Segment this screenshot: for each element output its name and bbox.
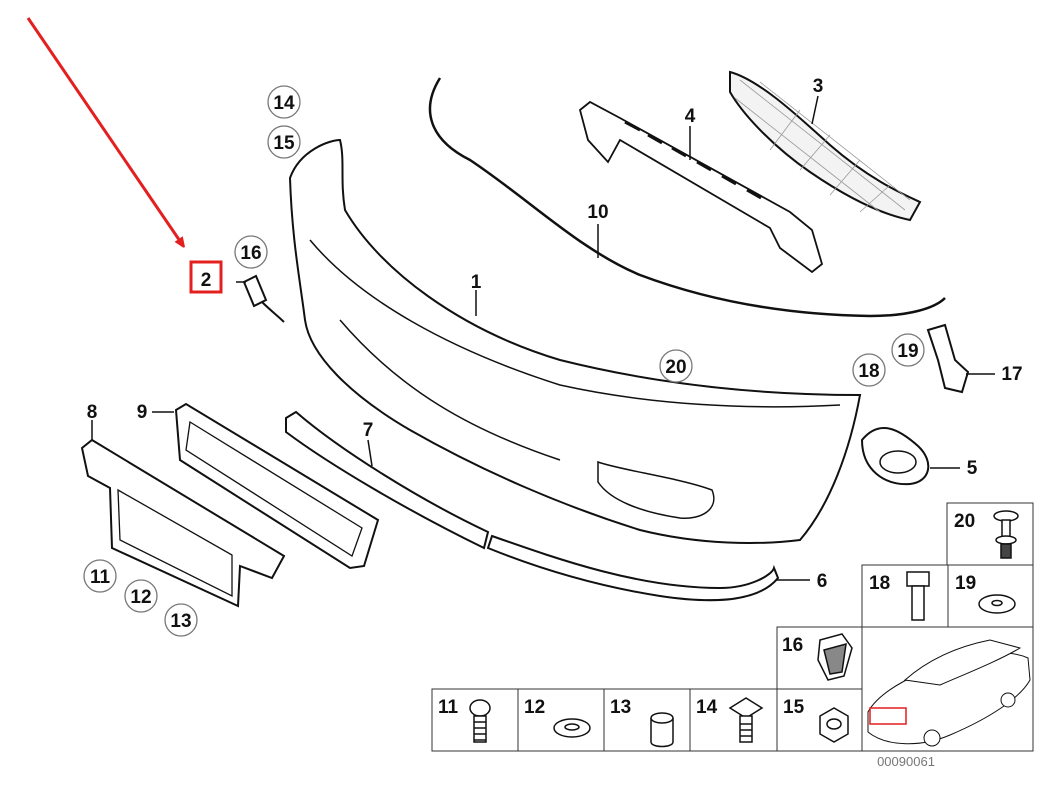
grille-mesh: [729, 70, 922, 222]
callout-13: 13: [170, 611, 191, 632]
callout-3: 3: [813, 76, 824, 97]
circled-callout-text: 14 15 16 20 18 19 11 12 13: [90, 93, 919, 632]
callout-8: 8: [87, 402, 98, 423]
callout-12: 12: [130, 587, 151, 608]
hw-label-15: 15: [783, 697, 805, 718]
callout-15: 15: [273, 133, 295, 154]
hw-label-16: 16: [782, 635, 803, 656]
callout-1: 1: [471, 272, 482, 293]
hood-outline: [428, 77, 946, 318]
callout-9: 9: [137, 402, 148, 423]
callout-labels: 1 2 3 4 5 6 7 8 9 10 17: [87, 76, 1023, 592]
leader-lines: [91, 95, 995, 581]
callout-19: 19: [897, 341, 918, 362]
callout-10: 10: [587, 202, 608, 223]
hw-label-19: 19: [955, 573, 976, 594]
plug-icon: [650, 712, 674, 748]
tow-cover: [242, 274, 285, 323]
callout-17: 17: [1001, 364, 1022, 385]
plate-bracket: [80, 438, 286, 608]
callout-2: 2: [201, 270, 212, 291]
hex-nut-icon: [819, 707, 849, 743]
hex-bolt-icon: [906, 571, 930, 621]
hw-label-20: 20: [954, 511, 975, 532]
diagram-code: 00090061: [877, 754, 935, 769]
fog-ring: [860, 427, 930, 486]
callout-5: 5: [967, 458, 978, 479]
callout-4: 4: [685, 106, 696, 127]
washer-icon: [978, 594, 1016, 614]
hw-label-18: 18: [869, 573, 890, 594]
callout-6: 6: [817, 571, 828, 592]
hw-label-12: 12: [524, 697, 545, 718]
hardware-labels: 20 18 19 16 11 12 13 14 15: [438, 511, 976, 718]
hw-label-13: 13: [610, 697, 631, 718]
grille-frame: [174, 402, 380, 570]
callout-7: 7: [363, 420, 374, 441]
callout-20: 20: [665, 357, 686, 378]
callout-16: 16: [240, 243, 261, 264]
grommet-icon: [553, 718, 591, 738]
clip-nut-icon: [817, 633, 853, 681]
bracket-strip: [578, 100, 824, 274]
hw-label-11: 11: [438, 697, 459, 718]
callout-14: 14: [273, 93, 295, 114]
pointer-arrow: [26, 17, 182, 244]
car-silhouette: [867, 639, 1031, 747]
expansion-rivet-icon: [993, 510, 1019, 559]
bumper-cover: [288, 138, 862, 544]
hardware-grid: [431, 502, 1034, 752]
callout-18: 18: [858, 361, 879, 382]
trim-strip: [285, 410, 490, 550]
side-bracket: [926, 323, 970, 394]
highlight-box: [189, 260, 223, 294]
hw-label-14: 14: [696, 697, 718, 718]
circled-callouts: [83, 85, 925, 637]
lower-trim: [486, 534, 780, 602]
bolt-square-head-icon: [728, 697, 764, 743]
screw-icon: [469, 699, 491, 743]
callout-11: 11: [90, 567, 111, 588]
